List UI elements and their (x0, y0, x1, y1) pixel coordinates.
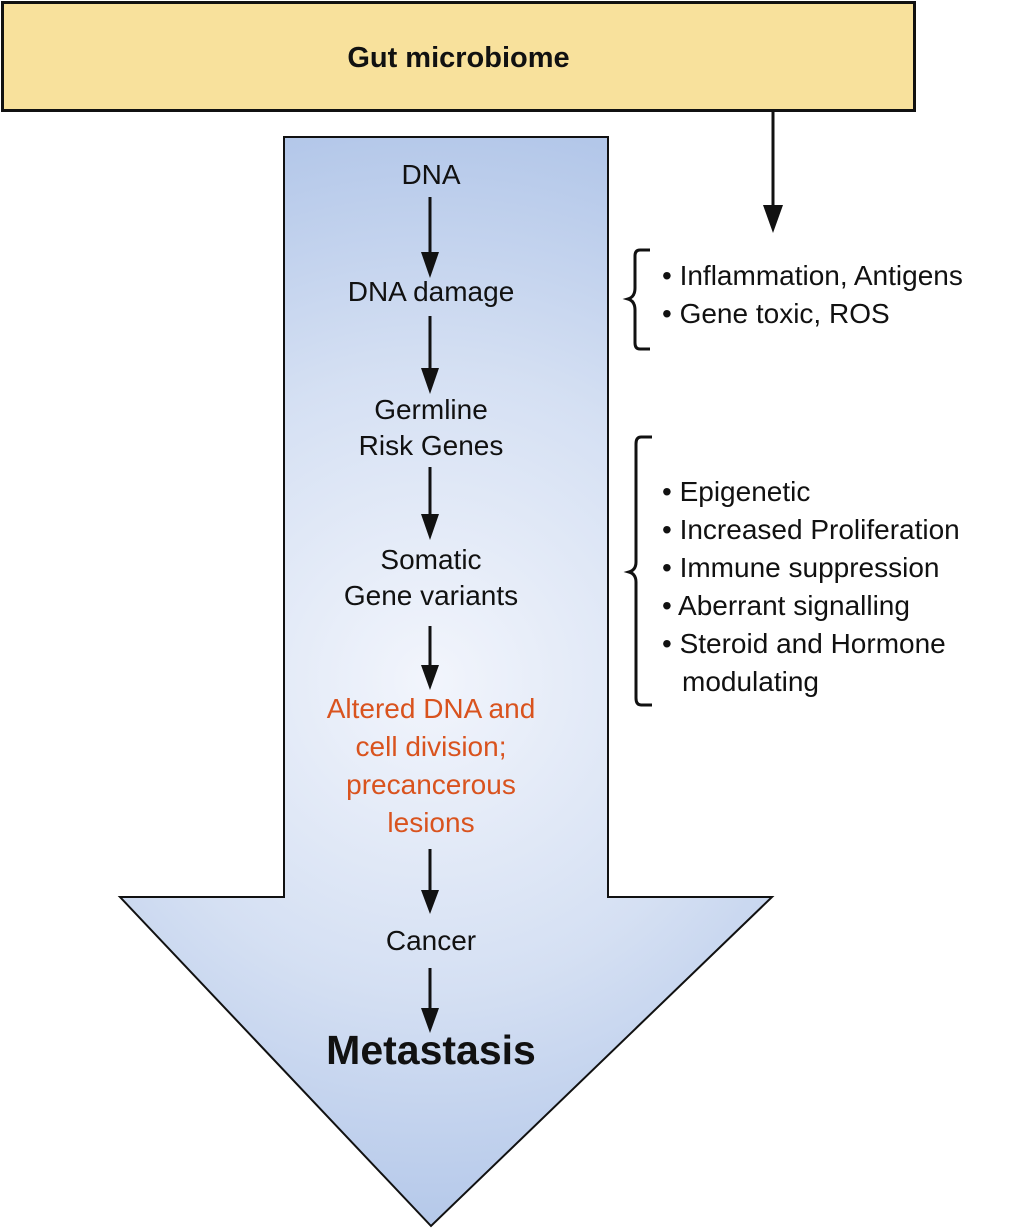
arrow-damage-to-germline (421, 316, 439, 394)
step-arrows (421, 197, 439, 1033)
step-label: lesions (387, 807, 475, 838)
step-germline-risk-genes: Germline Risk Genes (359, 392, 504, 464)
side-list-bottom: • Epigenetic • Increased Proliferation •… (662, 473, 960, 701)
side-list-item: • Inflammation, Antigens (662, 260, 963, 291)
step-cancer: Cancer (386, 923, 476, 959)
side-list-item: • Gene toxic, ROS (662, 298, 890, 329)
step-label: Gene variants (343, 580, 519, 611)
side-list-item: • Immune suppression (662, 552, 940, 583)
step-label: precancerous (346, 769, 516, 800)
side-list-item: • Steroid and Hormone (662, 628, 946, 659)
brace-top (622, 248, 650, 351)
step-label: DNA (401, 159, 461, 190)
arrow-altered-to-cancer (421, 849, 439, 914)
gut-microbiome-box: Gut microbiome (1, 1, 916, 112)
arrow-germline-to-somatic (421, 467, 439, 540)
big-down-arrow (117, 136, 775, 1228)
arrow-somatic-to-altered (421, 626, 439, 690)
step-label: Altered DNA and (326, 693, 536, 724)
arrow-dna-to-damage (421, 197, 439, 278)
header-connector-arrowhead (763, 205, 783, 233)
side-list-item: • Epigenetic (662, 476, 811, 507)
final-metastasis: Metastasis (326, 1027, 536, 1073)
header-title: Gut microbiome (347, 42, 570, 74)
step-label: Somatic (380, 544, 482, 575)
step-dna-damage: DNA damage (348, 274, 515, 310)
side-list-item-continuation: modulating (682, 666, 819, 697)
step-label: Cancer (385, 925, 477, 956)
step-label: DNA damage (347, 276, 515, 307)
step-altered-dna: Altered DNA and cell division; precancer… (327, 690, 536, 842)
step-label: cell division; (355, 731, 507, 762)
brace-bottom (623, 435, 652, 707)
side-list-item: • Aberrant signalling (662, 590, 910, 621)
step-label: Germline (374, 394, 488, 425)
step-somatic-gene-variants: Somatic Gene variants (344, 542, 518, 614)
arrow-cancer-to-metastasis (421, 968, 439, 1033)
side-list-top: • Inflammation, Antigens • Gene toxic, R… (662, 257, 963, 333)
step-label: Risk Genes (358, 430, 504, 461)
side-list-item: • Increased Proliferation (662, 514, 960, 545)
step-dna: DNA (401, 157, 460, 193)
